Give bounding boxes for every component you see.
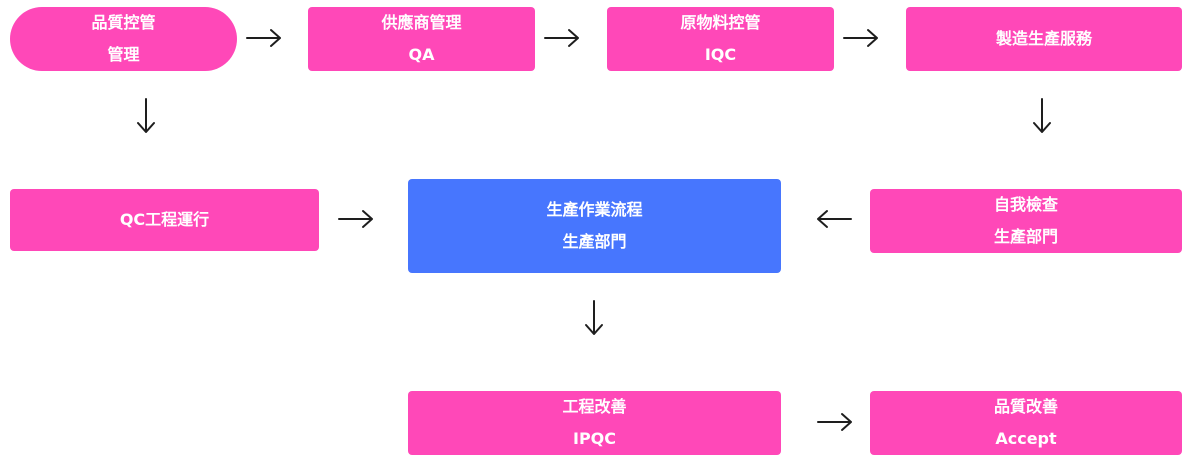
- node-label: 生產作業流程: [546, 200, 643, 219]
- node-quality-control-management: 品質控管 管理: [10, 7, 237, 71]
- node-sublabel: IQC: [704, 45, 737, 64]
- node-quality-improvement-accept: 品質改善 Accept: [870, 391, 1182, 455]
- node-qc-process-operation: QC工程運行: [10, 189, 319, 251]
- node-production-workflow: 生產作業流程 生產部門: [408, 179, 781, 273]
- node-label: 品質改善: [993, 397, 1058, 416]
- arrow-right-icon: [544, 29, 579, 47]
- node-label: 供應商管理: [381, 13, 462, 32]
- arrow-right-icon: [338, 210, 373, 228]
- node-sublabel: Accept: [995, 429, 1057, 448]
- node-manufacturing-service: 製造生產服務: [906, 7, 1182, 71]
- node-supplier-management-qa: 供應商管理 QA: [308, 7, 535, 71]
- node-label: 原物料控管: [680, 13, 761, 32]
- node-sublabel: IPQC: [572, 429, 617, 448]
- node-sublabel: 生產部門: [562, 232, 627, 251]
- node-process-improvement-ipqc: 工程改善 IPQC: [408, 391, 781, 455]
- node-label: 自我檢查: [993, 195, 1058, 214]
- arrow-left-icon: [817, 210, 852, 228]
- node-label: 工程改善: [562, 397, 627, 416]
- node-self-inspection: 自我檢查 生產部門: [870, 189, 1182, 253]
- node-sublabel: 生產部門: [993, 227, 1058, 246]
- arrow-down-icon: [1033, 98, 1051, 133]
- node-label: QC工程運行: [119, 210, 210, 229]
- node-sublabel: QA: [408, 45, 435, 64]
- arrow-right-icon: [843, 29, 878, 47]
- node-raw-material-iqc: 原物料控管 IQC: [607, 7, 834, 71]
- arrow-down-icon: [585, 300, 603, 335]
- arrow-down-icon: [137, 98, 155, 133]
- node-label: 品質控管: [91, 13, 156, 32]
- node-sublabel: 管理: [107, 45, 140, 64]
- arrow-right-icon: [246, 29, 281, 47]
- node-label: 製造生產服務: [995, 29, 1092, 48]
- arrow-right-icon: [817, 413, 852, 431]
